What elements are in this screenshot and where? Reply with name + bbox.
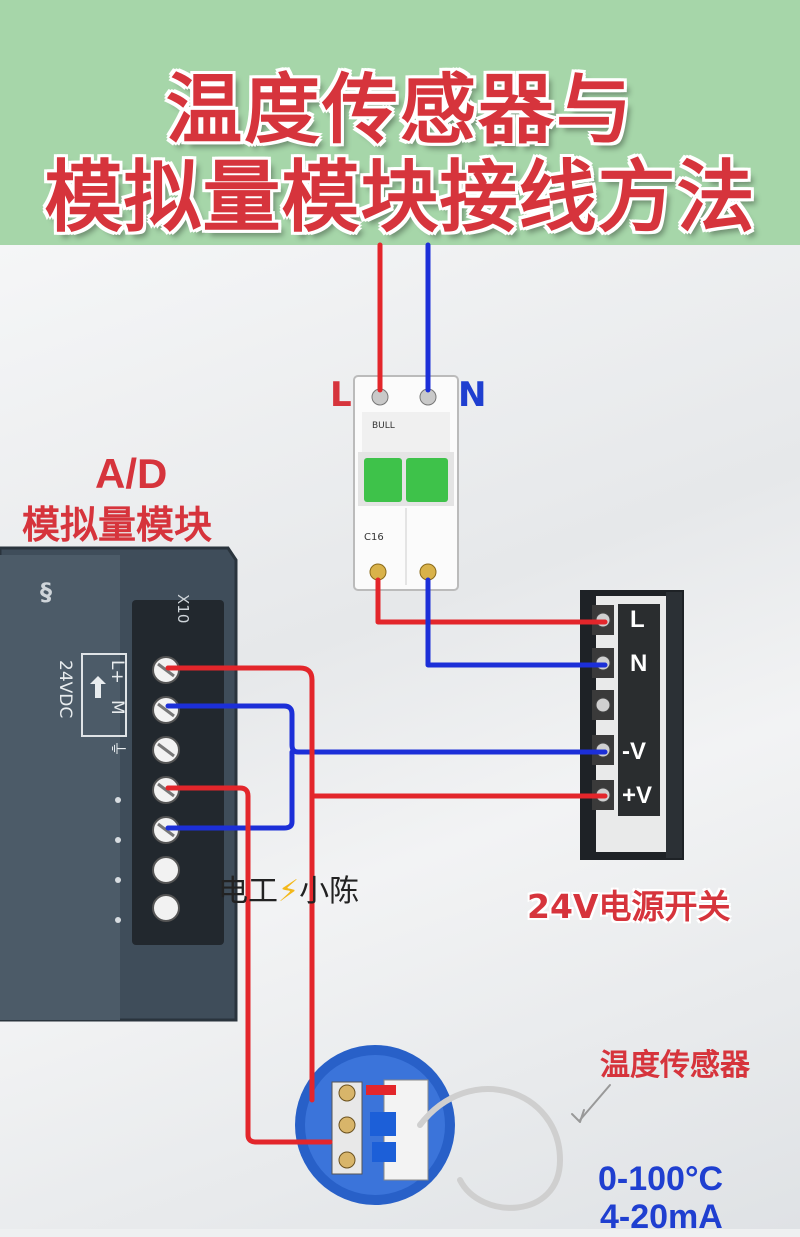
wire-signal-to-sensor (165, 785, 333, 1145)
title-line-2: 模拟量模块接线方法 (44, 153, 756, 243)
watermark-text-before: 电工 (218, 874, 278, 909)
psu-terminal-n-label: N (630, 650, 648, 677)
breaker-live-label: L (330, 375, 352, 415)
breaker-brand-label: BULL (372, 421, 395, 431)
wire-breaker-psu-live (375, 577, 608, 625)
sensor-current-range: 4-20mA (600, 1198, 723, 1236)
breaker-toggle-right (406, 458, 448, 502)
ground-icon: ⏚ (107, 740, 127, 757)
analog-module-label: 模拟量模块 (22, 503, 213, 547)
temperature-sensor-label: 温度传感器 (600, 1048, 750, 1083)
wire-minus-v-branch (165, 749, 295, 831)
lightning-icon: ⚡ (278, 874, 300, 909)
terminal-lplus-label: L+ (107, 660, 127, 684)
slot-label: X10 (174, 594, 192, 623)
breaker-neutral-label: N (458, 375, 487, 415)
module-terminal-screws (152, 656, 180, 922)
wire-plus-v-to-sensor (165, 665, 315, 1103)
sensor-probe-cable (417, 1086, 563, 1211)
title-banner: 温度传感器与 模拟量模块接线方法 (0, 0, 800, 245)
author-watermark: 电工⚡小陈 (218, 866, 359, 910)
breaker-model-label: C16 (364, 532, 384, 543)
supply-voltage-label: 24VDC (55, 660, 75, 718)
circuit-breaker: BULL C16 (353, 375, 459, 591)
psu-terminal-l-label: L (630, 606, 645, 633)
ad-label: A/D (95, 450, 168, 497)
psu-terminal-minus-v-label: -V (622, 738, 646, 765)
wire-breaker-psu-neutral (425, 577, 608, 668)
arrow-icon (90, 676, 106, 684)
power-supply (580, 590, 684, 860)
psu-terminal-plus-v-label: +V (622, 782, 653, 809)
module-label-box (81, 653, 127, 737)
sensor-pointer-arrow (579, 1084, 611, 1121)
temperature-sensor (295, 1045, 455, 1205)
power-supply-label: 24V电源开关 (527, 887, 731, 926)
analog-module: X10 § L+ M ⏚ 24VDC (0, 546, 238, 1022)
sensor-temperature-range: 0-100°C (598, 1160, 724, 1198)
wire-psu-minus-v (165, 703, 608, 755)
title-line-1: 温度传感器与 (166, 65, 634, 154)
breaker-toggle-left (364, 458, 402, 502)
terminal-m-label: M (107, 700, 127, 715)
wires (165, 242, 611, 1211)
watermark-text-after: 小陈 (299, 874, 360, 909)
module-logo-icon: § (40, 578, 52, 606)
